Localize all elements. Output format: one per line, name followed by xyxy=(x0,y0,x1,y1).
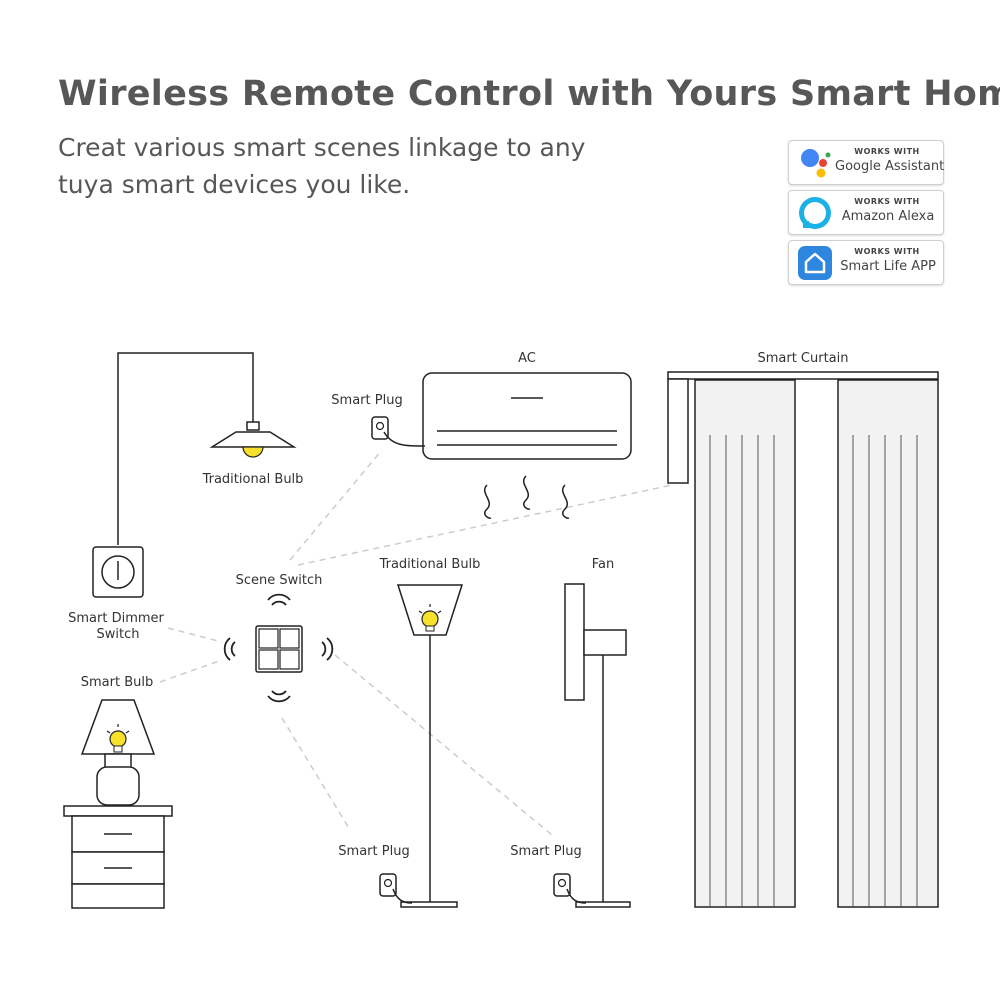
label-traditional-bulb-top: Traditional Bulb xyxy=(202,472,304,487)
page-title: Wireless Remote Control with Yours Smart… xyxy=(58,74,1000,114)
floor-lamp xyxy=(396,584,464,908)
table-lamp xyxy=(80,699,156,806)
alexa-icon xyxy=(799,197,831,229)
smart-plug-ac[interactable] xyxy=(371,416,426,447)
google-assistant-icon xyxy=(801,149,831,178)
smart-life-badge[interactable]: WORKS WITH Smart Life APP xyxy=(788,240,944,285)
badge-name: Google Assistant xyxy=(835,159,945,174)
connection-lines xyxy=(159,449,673,836)
label-dimmer-line-1: Smart Dimmer xyxy=(68,611,164,626)
label-dimmer-line-2: Switch xyxy=(97,627,140,642)
smart-plug-floor-lamp[interactable] xyxy=(379,873,413,904)
link-scene-to-smart-bulb xyxy=(159,659,223,683)
label-smart-plug-floor: Smart Plug xyxy=(338,844,409,859)
google-assistant-badge[interactable]: WORKS WITH Google Assistant xyxy=(788,140,944,185)
scene-switch[interactable] xyxy=(255,625,303,673)
subtitle-line-2: tuya smart devices you like. xyxy=(58,170,411,199)
badge-name: Smart Life APP xyxy=(840,259,936,274)
smart-curtain xyxy=(667,371,939,908)
link-scene-to-curtain xyxy=(297,484,673,566)
label-scene-switch: Scene Switch xyxy=(236,573,323,588)
smart-dimmer-switch[interactable] xyxy=(92,546,144,598)
label-smart-plug-ac: Smart Plug xyxy=(331,393,402,408)
air-conditioner xyxy=(422,372,632,519)
wireless-signal-icon xyxy=(223,593,334,703)
label-smart-plug-fan: Smart Plug xyxy=(510,844,581,859)
nightstand xyxy=(63,805,173,909)
link-scene-to-fan-plug xyxy=(334,654,553,836)
link-scene-to-floor-plug xyxy=(281,717,351,831)
link-scene-to-ac-plug xyxy=(289,449,383,561)
badge-works-with: WORKS WITH xyxy=(854,147,920,156)
badge-works-with: WORKS WITH xyxy=(854,247,920,256)
badge-name: Amazon Alexa xyxy=(841,209,935,224)
amazon-alexa-badge[interactable]: WORKS WITH Amazon Alexa xyxy=(788,190,944,235)
smart-life-icon xyxy=(798,246,832,280)
label-smart-bulb: Smart Bulb xyxy=(81,675,153,690)
pendant-lamp xyxy=(117,352,297,545)
fan xyxy=(564,583,631,908)
label-smart-curtain: Smart Curtain xyxy=(757,351,848,366)
label-fan: Fan xyxy=(592,557,615,572)
link-scene-to-dimmer xyxy=(167,627,223,643)
smart-plug-fan[interactable] xyxy=(553,873,587,904)
subtitle-line-1: Creat various smart scenes linkage to an… xyxy=(58,133,586,162)
badge-works-with: WORKS WITH xyxy=(854,197,920,206)
label-traditional-bulb-floor: Traditional Bulb xyxy=(379,557,481,572)
label-ac: AC xyxy=(518,351,536,366)
